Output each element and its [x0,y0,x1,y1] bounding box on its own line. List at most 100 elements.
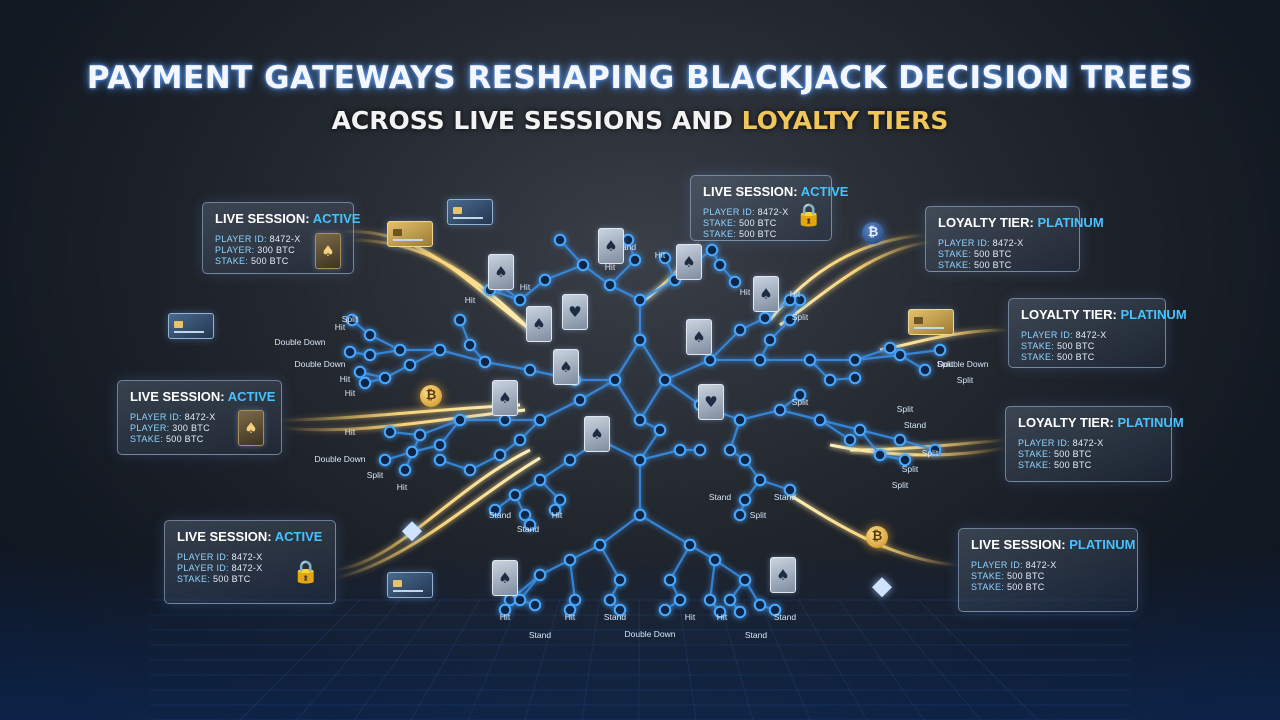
grid-line [678,599,697,720]
panel-loyalty-tier-2: LOYALTY TIER: PLATINUM PLAYER ID: 8472-X… [1008,298,1187,368]
bitcoin-coin-icon: ₿ [420,385,442,407]
tree-label-split: Split [750,510,767,520]
tree-label-stand: Stand [774,492,796,502]
tree-label-hit: Hit [605,262,616,272]
panel-row: PLAYER ID: 8472-X [177,563,263,573]
tree-node [673,443,687,457]
grid-line [918,599,1039,720]
tree-node [758,311,772,325]
tree-label-stand: Stand [489,510,511,520]
tree-node [848,353,862,367]
payment-stream [335,456,541,580]
grid-line [581,599,600,720]
grid-line [758,599,811,720]
playing-card-icon: ♠ [526,306,552,342]
panel-header: LOYALTY TIER: PLATINUM [1021,307,1187,322]
tree-label-hit: Hit [740,287,751,297]
tree-label-hit: Hit [520,282,531,292]
page-subtitle: ACROSS LIVE SESSIONS AND LOYALTY TIERS [0,106,1280,135]
credit-card-icon [387,572,433,598]
playing-card-icon: ♠ [584,416,610,452]
panel-header: LIVE SESSION: ACTIVE [703,184,849,199]
payment-streams [279,230,1009,580]
tree-node [723,593,737,607]
panel-live-session-3: LIVE SESSION: ACTIVE PLAYER ID: 8472-X P… [117,380,282,455]
tree-node [563,453,577,467]
tree-edge [599,544,622,611]
tree-edge [559,239,641,301]
tree-label-hit: Hit [345,388,356,398]
tree-label-split: Split [937,359,954,369]
tree-node [593,538,607,552]
grid-line [296,599,401,720]
tree-node [728,275,742,289]
playing-card-icon: ♠ [598,228,624,264]
tree-node [883,341,897,355]
tree-node [703,593,717,607]
tree-node [433,453,447,467]
tree-node [733,508,747,522]
tree-node [345,313,359,327]
tree-label-double-down: Double Down [314,454,365,464]
tree-node [398,463,412,477]
panel-row: PLAYER: 300 BTC [215,245,295,255]
playing-card-icon: ♠ [753,276,779,312]
tree-node [508,488,522,502]
payment-stream [335,448,531,572]
panel-row: STAKE: 500 BTC [971,582,1045,592]
tree-label-stand: Stand [604,612,626,622]
tree-label-stand: Stand [774,612,796,622]
tree-node [753,473,767,487]
tree-node [918,363,932,377]
tree-label-double-down: Double Down [624,629,675,639]
panel-row: STAKE: 500 BTC [130,434,204,444]
panel-header: LOYALTY TIER: PLATINUM [938,215,1104,230]
grid-line [878,599,982,720]
tree-node [403,358,417,372]
tree-label-split: Split [902,464,919,474]
tree-node [653,423,667,437]
tree-label-double-down: Double Down [937,359,988,369]
tree-node [773,403,787,417]
tree-node [568,593,582,607]
tree-node [793,388,807,402]
tree-node [528,598,542,612]
playing-card-icon: ♠ [492,380,518,416]
tree-edge [664,544,691,611]
tree-node [893,433,907,447]
tree-label-split: Split [957,375,974,385]
playing-card-icon: ♠ [553,349,579,385]
panel-row: PLAYER ID: 8472-X [971,560,1057,570]
tree-node [433,343,447,357]
tree-node [658,251,672,265]
tree-node [533,473,547,487]
subtitle-white: ACROSS LIVE SESSIONS AND [331,106,733,135]
tree-node [498,603,512,617]
panel-row: STAKE: 500 BTC [1021,352,1095,362]
tree-node [713,258,727,272]
panel-row: STAKE: 500 BTC [1021,341,1095,351]
tree-node [513,293,527,307]
tree-label-hit: Hit [345,427,356,437]
page-title: PAYMENT GATEWAYS RESHAPING BLACKJACK DEC… [86,60,1194,96]
panel-row: STAKE: 500 BTC [703,218,777,228]
tree-node [705,243,719,257]
tree-node [405,445,419,459]
playing-card-icon: ♠ [315,233,341,269]
tree-node [478,355,492,369]
panel-header: LOYALTY TIER: PLATINUM [1018,415,1184,430]
tree-node [898,453,912,467]
tree-node [488,503,502,517]
tree-node [553,493,567,507]
tree-node [633,413,647,427]
lock-icon: 🔒 [292,560,320,585]
tree-label-split: Split [922,448,939,458]
panel-row: STAKE: 500 BTC [703,229,777,239]
panel-row: STAKE: 500 BTC [1018,460,1092,470]
tree-node [928,443,942,457]
tree-node [763,333,777,347]
tree-node [463,463,477,477]
tree-node [453,313,467,327]
tree-node [783,293,797,307]
